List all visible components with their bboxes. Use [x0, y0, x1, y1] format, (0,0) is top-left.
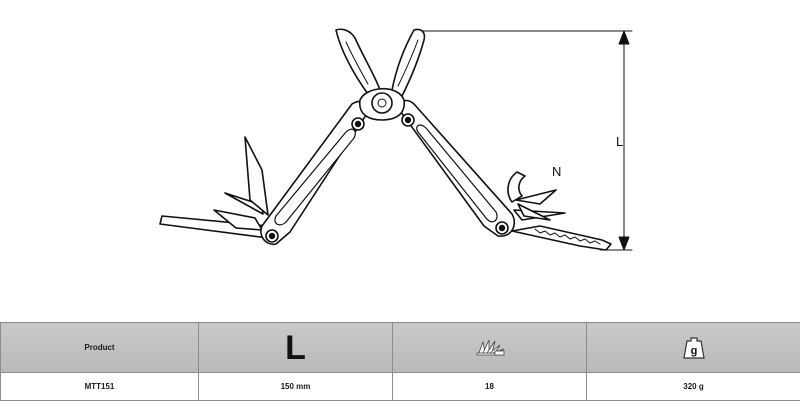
- dimension-label-length: L: [616, 134, 623, 149]
- header-tools: [392, 322, 587, 373]
- length-icon: L: [285, 328, 306, 367]
- pliers-jaws: [335, 28, 426, 97]
- table-row: MTT151 150 mm 18 320 g: [0, 372, 800, 401]
- header-length: L: [198, 322, 393, 373]
- weight-icon-letter: g: [690, 345, 697, 357]
- dimension-lines: [417, 30, 633, 251]
- weight-icon: g: [587, 335, 800, 361]
- product-code[interactable]: MTT151: [0, 372, 199, 401]
- left-handle: [260, 100, 370, 246]
- tool-label-n: N: [552, 164, 561, 179]
- header-weight: g: [586, 322, 800, 373]
- left-tools: [159, 136, 269, 239]
- right-handle: [397, 99, 516, 237]
- multitool-line-drawing: L N: [159, 28, 633, 251]
- tools-count-icon: [393, 337, 586, 359]
- pivot-bolt: [358, 88, 406, 121]
- length-value: 150 mm: [198, 372, 393, 401]
- weight-value: 320 g: [586, 372, 800, 401]
- tools-value: 18: [392, 372, 587, 401]
- right-tools: [507, 171, 612, 251]
- spec-table-header: Product L: [0, 322, 800, 373]
- header-product: Product: [0, 322, 199, 373]
- spec-table: Product L: [0, 322, 800, 401]
